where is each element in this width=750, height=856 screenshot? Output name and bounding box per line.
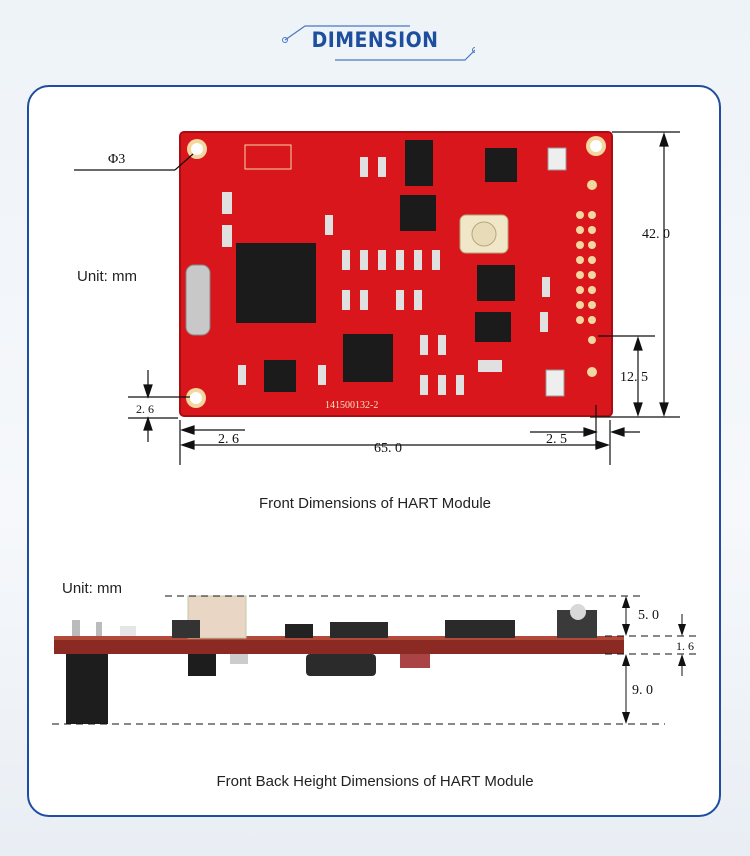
front-unit-label: Unit: mm: [77, 268, 137, 285]
front-dimension-lines: [74, 131, 680, 465]
right-edge-2-5-label: 2. 5: [546, 432, 567, 447]
left-edge-2-6-label: 2. 6: [218, 432, 239, 447]
page-title: DIMENSION: [311, 28, 439, 52]
top-height-5-label: 5. 0: [638, 608, 659, 623]
side-dimension-arrows: [622, 596, 686, 724]
title-banner: DIMENSION: [275, 18, 478, 68]
width-65-label: 65. 0: [374, 441, 402, 456]
board-code: 141500132-2: [325, 400, 378, 411]
bottom-height-9-label: 9. 0: [632, 683, 653, 698]
board-thickness-label: 1. 6: [676, 639, 694, 653]
pcb-side-photo: [54, 595, 624, 724]
front-caption: Front Dimensions of HART Module: [258, 495, 492, 512]
offset-12-5-label: 12. 5: [620, 370, 648, 385]
side-unit-label: Unit: mm: [62, 580, 122, 597]
hole-diameter-label: Φ3: [108, 152, 125, 167]
height-42-label: 42. 0: [642, 227, 670, 242]
side-caption: Front Back Height Dimensions of HART Mod…: [216, 773, 534, 790]
left-vertical-2-6-label: 2. 6: [136, 402, 154, 416]
pcb-front-photo: 141500132-2: [179, 131, 613, 417]
